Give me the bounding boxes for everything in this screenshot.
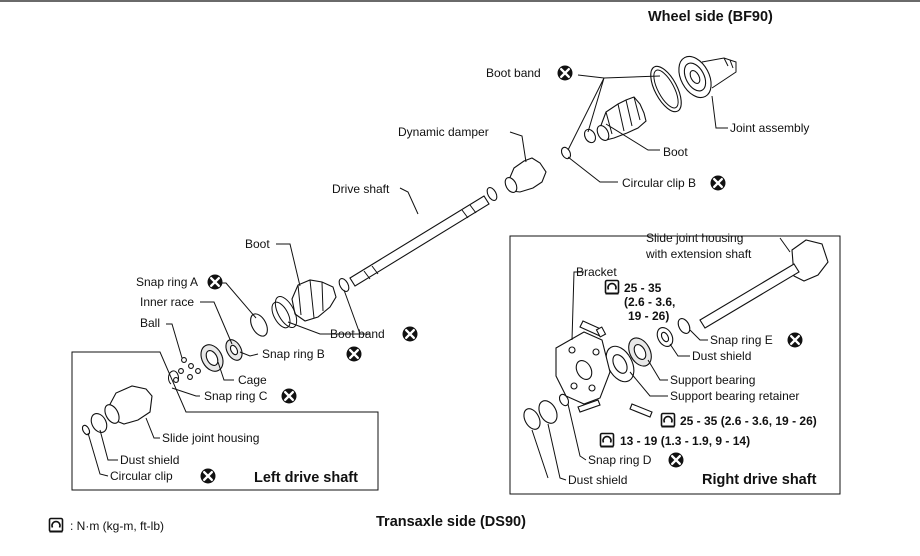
x-circle-icon xyxy=(786,331,804,349)
x-circle-icon xyxy=(709,174,727,192)
transaxle-side-title: Transaxle side (DS90) xyxy=(376,514,526,530)
torque-retainer: 25 - 35 (2.6 - 3.6, 19 - 26) xyxy=(680,414,817,428)
label-dynamic-damper: Dynamic damper xyxy=(398,125,489,139)
label-cage: Cage xyxy=(238,373,267,387)
bolt-retainer xyxy=(629,403,653,418)
wrench-torque-icon xyxy=(604,279,620,295)
snap-ring-a-part xyxy=(250,313,268,337)
label-support-bearing: Support bearing xyxy=(670,373,755,387)
label-support-bearing-retainer: Support bearing retainer xyxy=(670,389,799,403)
boot-left-part xyxy=(291,279,337,322)
torque-bracket-3: 19 - 26) xyxy=(628,309,669,323)
label-slide-joint-housing: Slide joint housing xyxy=(162,431,259,445)
label-boot-band-top: Boot band xyxy=(486,66,541,80)
x-circle-icon xyxy=(199,467,217,485)
left-drive-shaft-frame xyxy=(71,351,379,491)
x-circle-icon xyxy=(667,451,685,469)
label-snap-ring-e: Snap ring E xyxy=(710,333,773,347)
ball-parts xyxy=(173,357,201,383)
x-circle-icon xyxy=(556,64,574,82)
boot-band-large xyxy=(650,65,682,113)
bolt-lower xyxy=(577,399,601,413)
label-circular-clip: Circular clip xyxy=(110,469,173,483)
x-circle-icon xyxy=(345,345,363,363)
damper-band xyxy=(486,186,498,202)
label-circular-clip-b: Circular clip B xyxy=(622,176,696,190)
wrench-torque-icon xyxy=(599,432,615,448)
wheel-side-title: Wheel side (BF90) xyxy=(648,9,773,25)
label-boot-top: Boot xyxy=(663,145,688,159)
label-boot-left: Boot xyxy=(245,237,270,251)
boot-wheel xyxy=(596,96,647,141)
label-dust-shield-bottom: Dust shield xyxy=(568,473,627,487)
dust-shield-left-part xyxy=(90,413,108,433)
joint-assembly xyxy=(678,55,737,99)
slide-joint-housing-ext-part xyxy=(699,239,829,329)
dust-shield-bottom-b xyxy=(523,408,541,430)
boot-band-small xyxy=(583,128,597,144)
circular-clip-part xyxy=(81,424,91,436)
label-inner-race: Inner race xyxy=(140,295,194,309)
bracket-part xyxy=(555,331,611,405)
legend-torque-unit: : N·m (kg-m, ft-lb) xyxy=(70,519,164,533)
inner-race-part xyxy=(225,339,243,361)
bolt-bracket xyxy=(579,320,607,338)
label-snap-ring-b: Snap ring B xyxy=(262,347,325,361)
label-slide-joint-housing-ext-2: with extension shaft xyxy=(645,247,752,261)
torque-lower: 13 - 19 (1.3 - 1.9, 9 - 14) xyxy=(620,434,750,448)
wrench-torque-icon xyxy=(48,517,64,533)
torque-bracket-2: (2.6 - 3.6, xyxy=(624,295,675,309)
cage-part xyxy=(200,344,224,372)
label-slide-joint-housing-ext-1: Slide joint housing xyxy=(646,231,743,245)
label-bracket: Bracket xyxy=(576,265,617,279)
dynamic-damper-part xyxy=(504,157,547,193)
boot-band-mid-part xyxy=(271,296,298,329)
snap-ring-c-part xyxy=(168,370,179,385)
x-circle-icon xyxy=(401,325,419,343)
label-ball: Ball xyxy=(140,316,160,330)
x-circle-icon xyxy=(206,273,224,291)
label-dust-shield-right: Dust shield xyxy=(692,349,751,363)
label-snap-ring-a: Snap ring A xyxy=(136,275,198,289)
circular-clip-b-part xyxy=(560,146,572,160)
left-drive-shaft-title: Left drive shaft xyxy=(254,470,358,486)
dust-shield-right-part xyxy=(656,327,674,347)
label-dust-shield-left: Dust shield xyxy=(120,453,179,467)
leader-lines xyxy=(87,74,791,481)
label-boot-band-mid: Boot band xyxy=(330,327,385,341)
snap-ring-d-part xyxy=(558,393,570,407)
right-drive-shaft-title: Right drive shaft xyxy=(702,472,817,488)
support-bearing-part xyxy=(628,337,652,367)
boot-band-ring xyxy=(338,277,350,293)
x-circle-icon xyxy=(280,387,298,405)
drive-shaft-part xyxy=(349,195,490,287)
label-drive-shaft: Drive shaft xyxy=(332,182,390,196)
dust-shield-bottom-a xyxy=(538,400,558,424)
label-snap-ring-c: Snap ring C xyxy=(204,389,268,403)
label-joint-assembly: Joint assembly xyxy=(730,121,809,135)
label-snap-ring-d: Snap ring D xyxy=(588,453,652,467)
torque-bracket-1: 25 - 35 xyxy=(624,281,662,295)
wrench-torque-icon xyxy=(660,412,676,428)
slide-joint-housing-part xyxy=(104,385,153,425)
right-drive-shaft-frame xyxy=(509,235,841,495)
snap-ring-e-part xyxy=(677,318,691,334)
